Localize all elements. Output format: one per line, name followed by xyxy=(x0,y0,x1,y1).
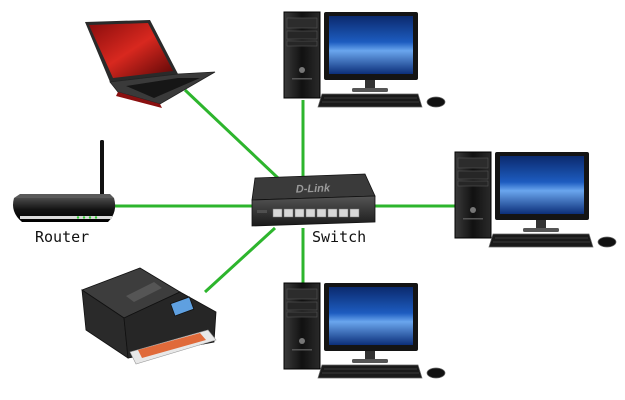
laptop-icon xyxy=(85,20,216,108)
link-to-printer xyxy=(203,226,277,294)
desktop-computer-icon xyxy=(454,151,617,248)
printer-icon xyxy=(81,267,217,365)
link-to-laptop xyxy=(183,88,280,180)
switch-brand-logo: D-Link xyxy=(296,182,331,195)
desktop-computer-icon xyxy=(283,11,446,108)
router-label: Router xyxy=(35,228,90,246)
wireless-router-icon xyxy=(13,140,116,222)
network-switch-icon: D-Link xyxy=(251,173,376,227)
network-links xyxy=(115,88,455,294)
switch-label: Switch xyxy=(312,228,367,246)
desktop-computer-icon xyxy=(283,282,446,379)
